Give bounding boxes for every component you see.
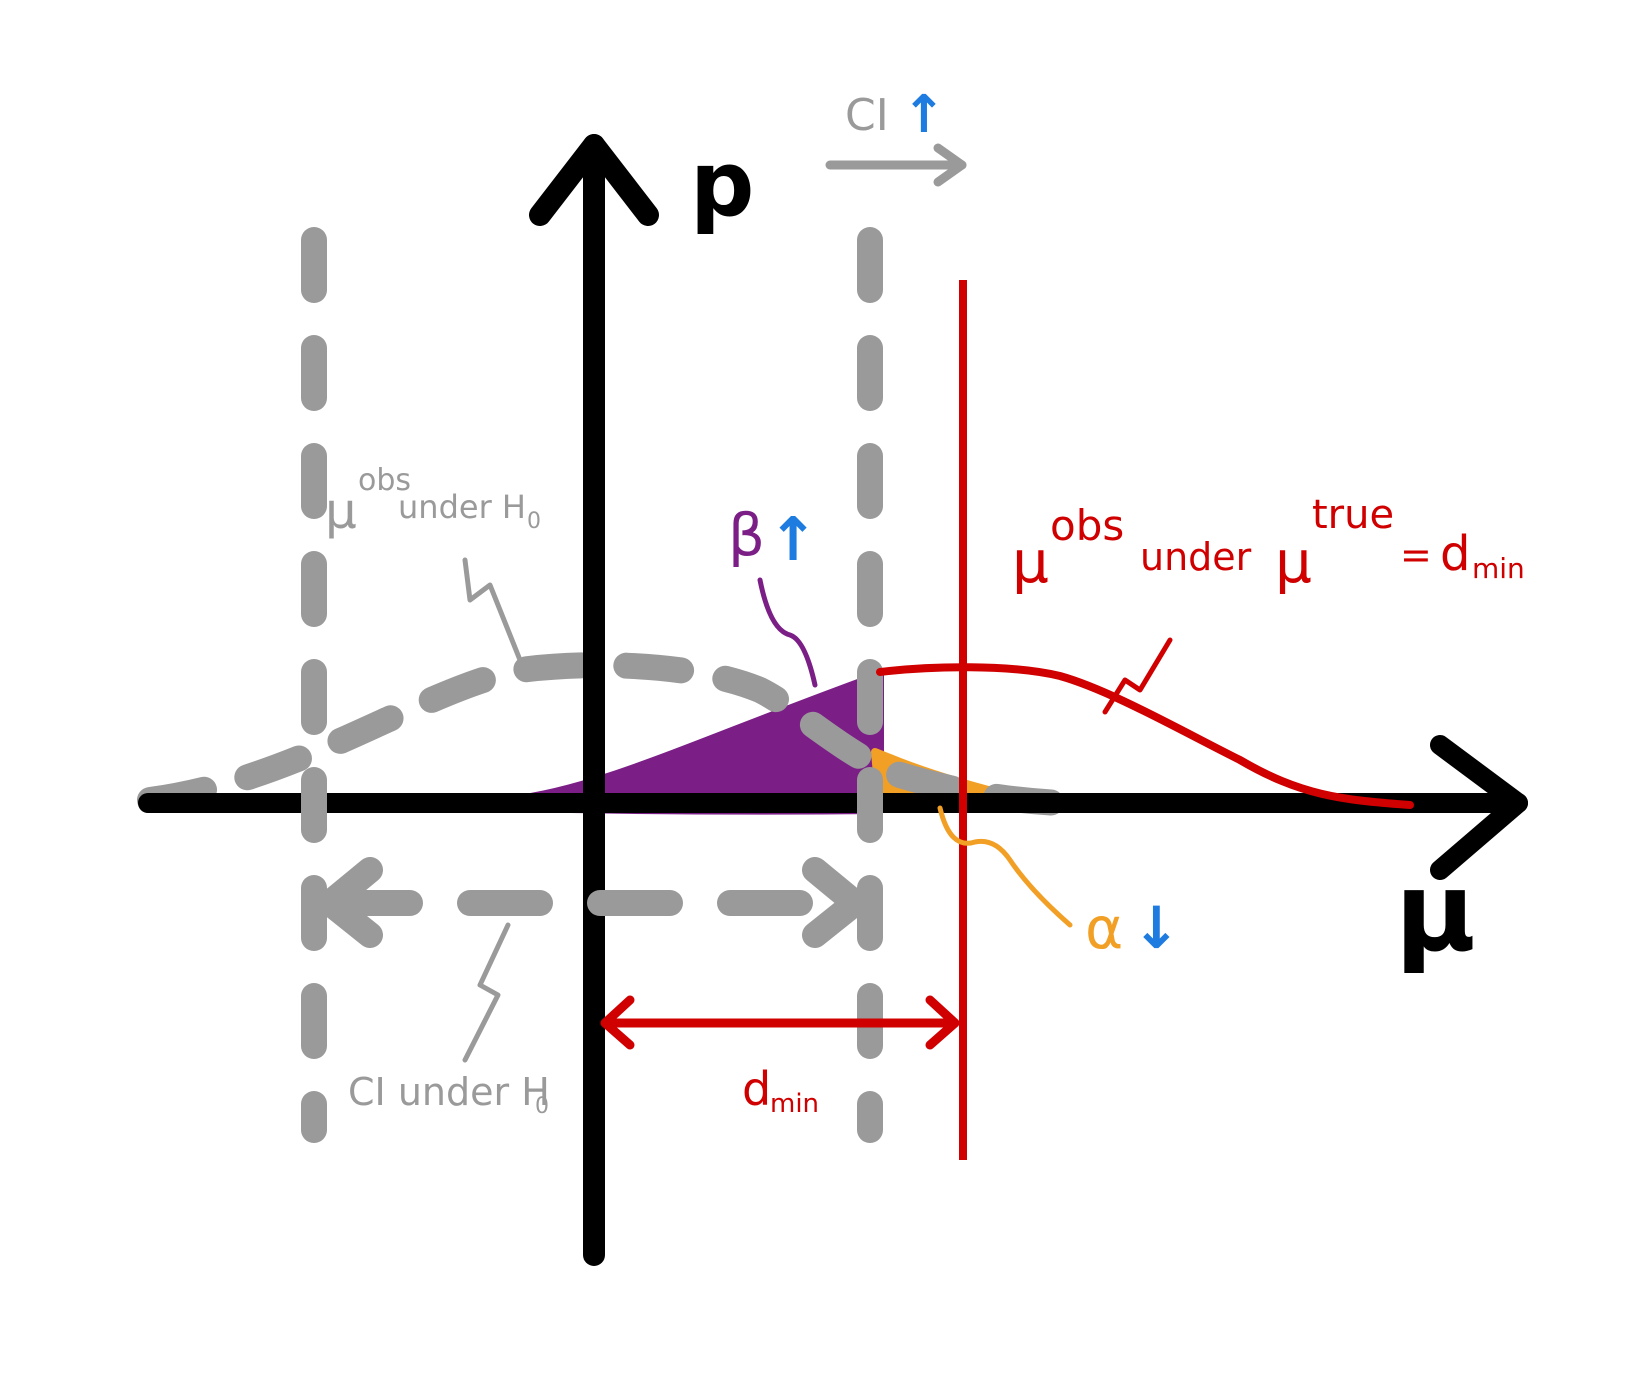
ci-arrowhead-left [317, 857, 383, 948]
beta-up-arrow: ↑ [768, 505, 818, 575]
alt-dist-d: d [1440, 526, 1470, 582]
alt-dist-dsub: min [1472, 552, 1525, 585]
ci-under-h0-label: CI under H [348, 1070, 550, 1114]
alpha-down-arrow: ↓ [1132, 894, 1181, 962]
null-dist-mu: μ [325, 482, 357, 540]
beta-leader [757, 577, 818, 688]
ci-under-h0-leader [462, 922, 511, 1063]
dmin-label-sub: min [770, 1089, 819, 1119]
null-dist-sup: obs [358, 463, 411, 498]
alt-dist-sup: obs [1050, 501, 1124, 550]
alpha-label: α [1085, 894, 1123, 962]
ci-under-h0-sub: 0 [535, 1094, 549, 1119]
null-dist-sub: 0 [527, 509, 541, 534]
ci-shift-label: CI [845, 90, 889, 141]
dmin-arrowhead-left [600, 995, 635, 1050]
alpha-leader [937, 805, 1073, 928]
null-distribution-curve [137, 652, 1073, 816]
dmin-arrowhead-right [925, 995, 960, 1050]
alt-dist-mu: μ [1012, 528, 1049, 596]
alt-dist-eq: = [1400, 533, 1432, 577]
y-axis-label: p [690, 132, 754, 237]
ci-shift-up-arrow: ↑ [902, 85, 946, 145]
null-dist-rest: under H [398, 488, 526, 526]
y-axis-arrowhead [529, 134, 659, 226]
null-dist-leader [462, 557, 523, 663]
ci-shift-arrowhead [933, 143, 967, 187]
alt-dist-leader [1102, 637, 1173, 715]
alt-dist-mu2: μ [1275, 528, 1312, 596]
alternative-distribution-curve [876, 663, 1414, 809]
x-axis-label: μ [1395, 848, 1476, 976]
ci-arrowhead-right [802, 857, 868, 948]
dmin-label-d: d [742, 1062, 771, 1116]
x-axis-arrowhead [1430, 735, 1528, 880]
beta-label: β [728, 501, 765, 569]
alt-dist-under: under [1140, 535, 1252, 579]
alt-dist-sup2: true [1312, 492, 1394, 538]
